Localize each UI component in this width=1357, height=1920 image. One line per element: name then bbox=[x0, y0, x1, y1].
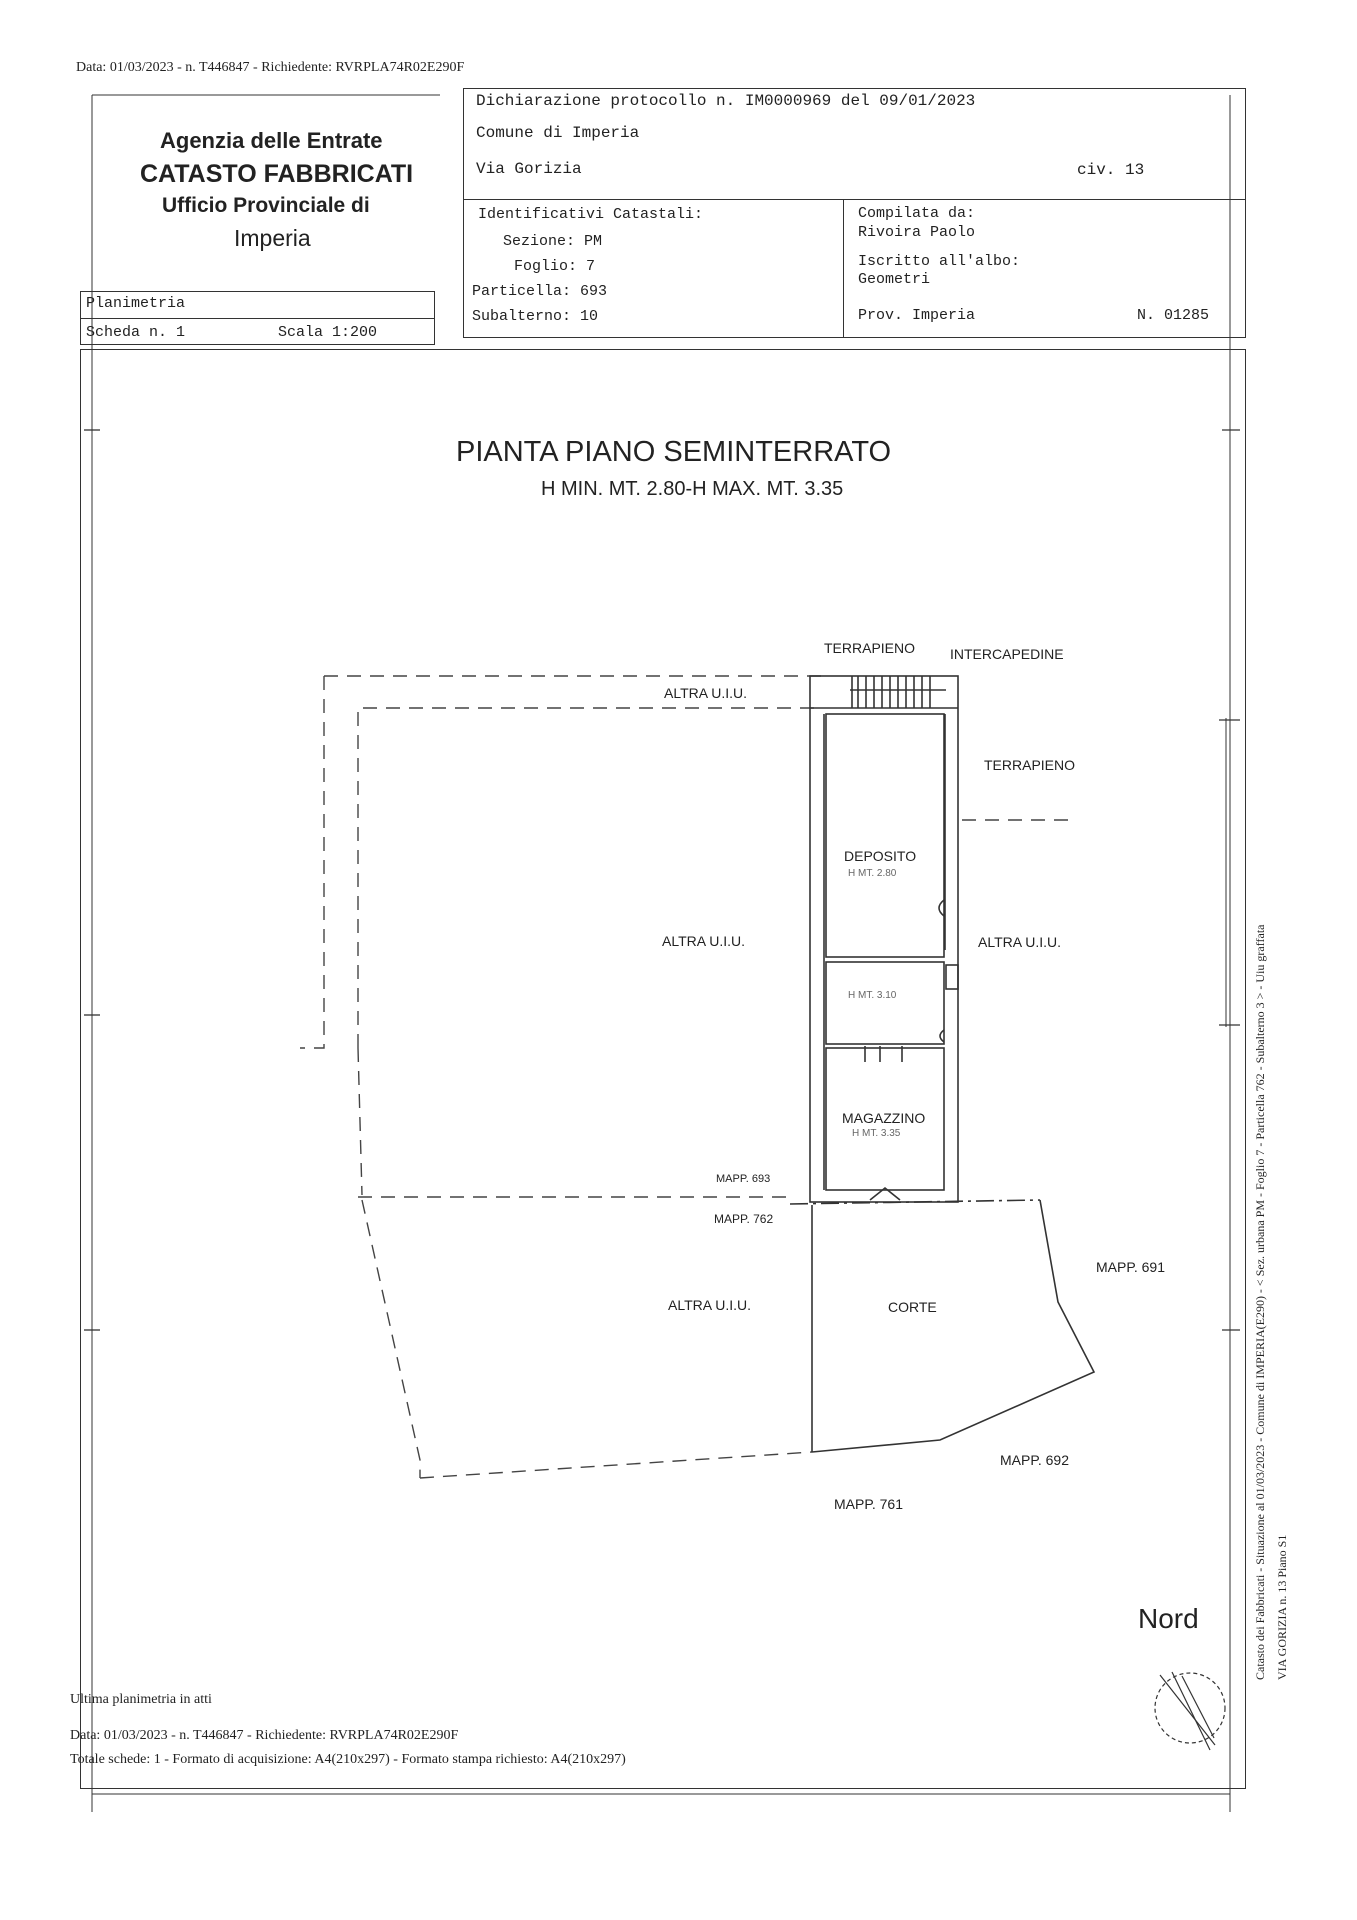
iscritto-albo: Iscritto all'albo: bbox=[858, 253, 1021, 270]
via: Via Gorizia bbox=[476, 160, 582, 178]
side-address: VIA GORIZIA n. 13 Piano S1 bbox=[1275, 1534, 1289, 1680]
planimetria-divider bbox=[80, 318, 435, 319]
label-intercapedine: INTERCAPEDINE bbox=[950, 646, 1064, 662]
ufficio-provinciale: Ufficio Provinciale di bbox=[162, 194, 370, 217]
sezione: Sezione: PM bbox=[503, 233, 603, 250]
room-magazzino-height: H MT. 3.35 bbox=[852, 1128, 901, 1139]
provincia: Prov. Imperia bbox=[858, 307, 976, 324]
scheda-number: Scheda n. 1 bbox=[86, 324, 186, 341]
area-corte: CORTE bbox=[888, 1299, 937, 1315]
iscrizione-numero: N. 01285 bbox=[1137, 307, 1210, 324]
catasto-fabbricati-title: CATASTO FABBRICATI bbox=[140, 160, 414, 188]
label-mapp-762: MAPP. 762 bbox=[714, 1212, 774, 1226]
north-label: Nord bbox=[1138, 1603, 1199, 1634]
footer-totale-schede: Totale schede: 1 - Formato di acquisizio… bbox=[70, 1752, 626, 1767]
plan-title: PIANTA PIANO SEMINTERRATO bbox=[456, 436, 892, 468]
label-terrapieno-right: TERRAPIENO bbox=[984, 757, 1076, 773]
subalterno: Subalterno: 10 bbox=[472, 308, 599, 325]
top-request-line: Data: 01/03/2023 - n. T446847 - Richiede… bbox=[76, 60, 465, 75]
header-divider bbox=[463, 199, 1246, 200]
ultima-planimetria: Ultima planimetria in atti bbox=[70, 1692, 212, 1707]
drawing-frame bbox=[80, 349, 1246, 1789]
albo-geometri: Geometri bbox=[858, 271, 931, 288]
room-deposito-height: H MT. 2.80 bbox=[848, 868, 897, 879]
label-mapp-693: MAPP. 693 bbox=[716, 1173, 771, 1185]
label-mapp-691: MAPP. 691 bbox=[1096, 1259, 1166, 1275]
comune: Comune di Imperia bbox=[476, 124, 640, 142]
label-altra-uiu-right: ALTRA U.I.U. bbox=[978, 934, 1061, 950]
label-altra-uiu-left: ALTRA U.I.U. bbox=[662, 933, 745, 949]
scala: Scala 1:200 bbox=[278, 324, 378, 341]
label-altra-uiu-bottom: ALTRA U.I.U. bbox=[668, 1297, 751, 1313]
label-altra-uiu-top: ALTRA U.I.U. bbox=[664, 685, 747, 701]
ufficio-imperia: Imperia bbox=[234, 225, 311, 251]
label-terrapieno-top: TERRAPIENO bbox=[824, 640, 916, 656]
dichiarazione-protocollo: Dichiarazione protocollo n. IM0000969 de… bbox=[476, 92, 976, 110]
compilata-title: Compilata da: bbox=[858, 205, 976, 222]
agency-name: Agenzia delle Entrate bbox=[160, 128, 383, 153]
civico: civ. 13 bbox=[1077, 161, 1145, 179]
room-mid-height: H MT. 3.10 bbox=[848, 990, 897, 1001]
plan-heights: H MIN. MT. 2.80-H MAX. MT. 3.35 bbox=[541, 478, 844, 500]
compilata-name: Rivoira Paolo bbox=[858, 224, 976, 241]
header-box bbox=[463, 88, 1246, 338]
footer-request-line: Data: 01/03/2023 - n. T446847 - Richiede… bbox=[70, 1728, 459, 1743]
header-vertical-divider bbox=[843, 199, 844, 338]
label-mapp-761: MAPP. 761 bbox=[834, 1496, 904, 1512]
label-mapp-692: MAPP. 692 bbox=[1000, 1452, 1070, 1468]
identificativi-title: Identificativi Catastali: bbox=[478, 206, 704, 223]
planimetria-label: Planimetria bbox=[86, 295, 186, 312]
particella: Particella: 693 bbox=[472, 283, 608, 300]
room-magazzino: MAGAZZINO bbox=[842, 1110, 926, 1126]
side-catasto-info: Catasto dei Fabbricati - Situazione al 0… bbox=[1253, 924, 1267, 1681]
foglio: Foglio: 7 bbox=[514, 258, 596, 275]
room-deposito: DEPOSITO bbox=[844, 848, 917, 864]
